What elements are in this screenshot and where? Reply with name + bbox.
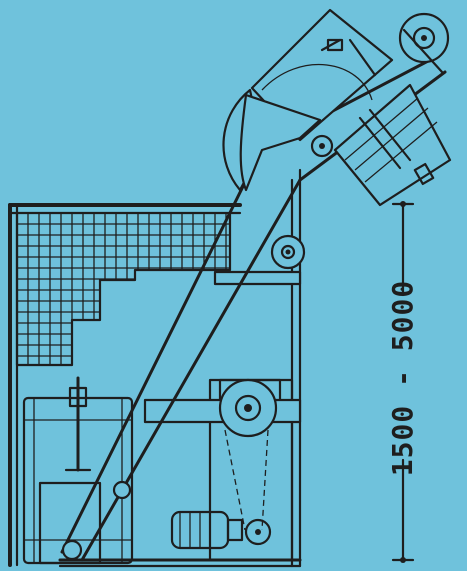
rail-roller — [270, 234, 306, 270]
middle-pulley — [218, 378, 278, 438]
grid-guard — [8, 203, 242, 567]
dimension-line — [391, 201, 415, 563]
motor — [170, 510, 272, 550]
top-pulley — [398, 12, 450, 74]
rail-wheel — [112, 480, 132, 500]
grid-mesh — [17, 213, 230, 365]
base-box — [38, 481, 102, 565]
dimension-label: 1500 - 5000 — [386, 280, 419, 476]
bottom-wheel — [61, 539, 83, 561]
tilting-bin — [333, 83, 452, 207]
drum — [222, 8, 394, 192]
pivot-joint — [310, 134, 334, 158]
stirrer — [64, 376, 92, 472]
clamp — [320, 38, 377, 77]
base-frame — [58, 168, 302, 568]
